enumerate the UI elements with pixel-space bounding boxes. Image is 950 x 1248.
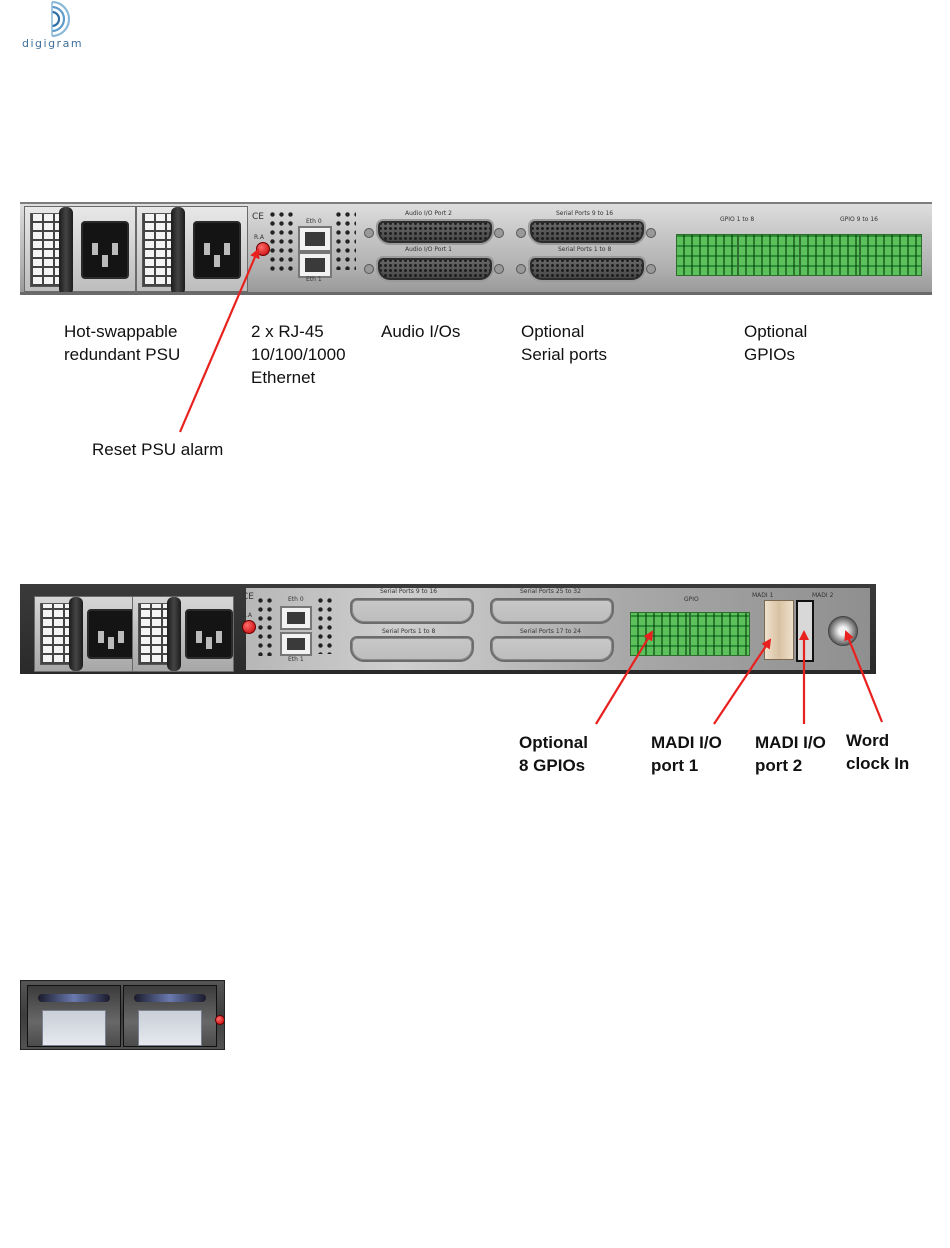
eth0-label: Eth 0: [288, 596, 304, 603]
callout-word-clock: Word clock In: [846, 731, 910, 773]
psu-module-2: [132, 596, 234, 672]
psu-detail-photo: [20, 980, 225, 1050]
eth0-label: Eth 0: [306, 218, 322, 225]
madi-port-1-connector: [764, 600, 794, 660]
serial-1-8-label: Serial Ports 1 to 8: [382, 628, 436, 635]
psu-module-2: [123, 985, 217, 1047]
reset-psu-alarm-button[interactable]: [242, 620, 256, 634]
ra-label: R.A: [254, 234, 264, 241]
ce-mark: CE: [242, 592, 254, 602]
gpio-terminal-block-4: [860, 234, 922, 276]
arrow-word-clock: [844, 630, 884, 723]
serial-ports-1-8-connector: [528, 256, 646, 282]
ethernet-port-0: [298, 226, 332, 252]
digigram-logo-mark: [51, 0, 71, 38]
audio-io-port-1-connector: [376, 256, 494, 282]
gpio-terminal-block-2: [738, 234, 800, 276]
eth1-label: Eth 1: [306, 276, 322, 283]
callout-ethernet: 2 x RJ-45 10/100/1000 Ethernet: [251, 322, 346, 387]
callout-serial: Optional Serial ports: [521, 322, 607, 364]
psu-module-1: [24, 206, 136, 292]
ra-label: R.A: [242, 612, 252, 619]
callout-psu: Hot-swappable redundant PSU: [64, 322, 181, 364]
callout-audio: Audio I/Os: [381, 322, 461, 341]
ethernet-port-0: [280, 606, 312, 630]
serial-1-8-label: Serial Ports 1 to 8: [558, 246, 612, 253]
ethernet-port-1: [298, 252, 332, 278]
serial-9-16-label: Serial Ports 9 to 16: [556, 210, 614, 217]
reset-psu-alarm-button[interactable]: [215, 1015, 224, 1025]
arrow-optional-gpios: [595, 630, 654, 725]
callout-madi-port-2: MADI I/O port 2: [755, 733, 826, 775]
madi2-label: MADI 2: [812, 592, 834, 599]
audio-port1-label: Audio I/O Port 1: [405, 246, 453, 253]
audio-io-port-2-connector: [376, 219, 494, 245]
psu-module-1: [27, 985, 121, 1047]
arrow-reset-psu-alarm: [178, 248, 260, 433]
callout-gpio: Optional GPIOs: [744, 322, 808, 364]
callout-reset-psu-alarm: Reset PSU alarm: [92, 440, 224, 459]
gpio-terminal-block-1: [630, 612, 690, 656]
vent-holes-right: [316, 596, 336, 654]
digigram-logo: digigram: [22, 0, 92, 52]
arrow-madi-port-1: [713, 638, 772, 725]
serial-9-16-label: Serial Ports 9 to 16: [380, 588, 438, 595]
ethernet-port-1: [280, 632, 312, 656]
ce-mark: CE: [252, 212, 264, 222]
gpio-terminal-block-3: [800, 234, 860, 276]
serial-17-24-blank-plate: [490, 636, 614, 662]
callout-optional-gpios: Optional 8 GPIOs: [519, 733, 588, 775]
vent-holes-left: [256, 596, 276, 656]
serial-ports-9-16-connector: [528, 219, 646, 245]
rear-panel-photo-2: CE R.A Eth 0 Eth 1 Serial Ports 9 to 16 …: [20, 584, 876, 674]
serial-17-24-label: Serial Ports 17 to 24: [520, 628, 581, 635]
madi1-label: MADI 1: [752, 592, 774, 599]
serial-25-32-label: Serial Ports 25 to 32: [520, 588, 581, 595]
gpio-9-16-label: GPIO 9 to 16: [840, 216, 878, 223]
rear-panel-photo-1: CE R.A Eth 0 Eth 1 Audio I/O Port 2 Audi…: [20, 202, 932, 295]
callout-madi-port-1: MADI I/O port 1: [651, 733, 722, 775]
vent-holes-right: [334, 210, 356, 270]
eth1-label: Eth 1: [288, 656, 304, 663]
psu-module-2: [136, 206, 248, 292]
gpio-terminal-block-1: [676, 234, 738, 276]
psu-module-1: [34, 596, 136, 672]
logo-text: digigram: [22, 37, 84, 50]
serial-9-16-blank-plate: [350, 598, 474, 624]
serial-1-8-blank-plate: [350, 636, 474, 662]
audio-port2-label: Audio I/O Port 2: [405, 210, 453, 217]
gpio-label: GPIO: [684, 596, 699, 603]
vent-holes-left: [268, 210, 294, 272]
gpio-1-8-label: GPIO 1 to 8: [720, 216, 755, 223]
gpio-terminal-block-2: [690, 612, 750, 656]
serial-25-32-blank-plate: [490, 598, 614, 624]
